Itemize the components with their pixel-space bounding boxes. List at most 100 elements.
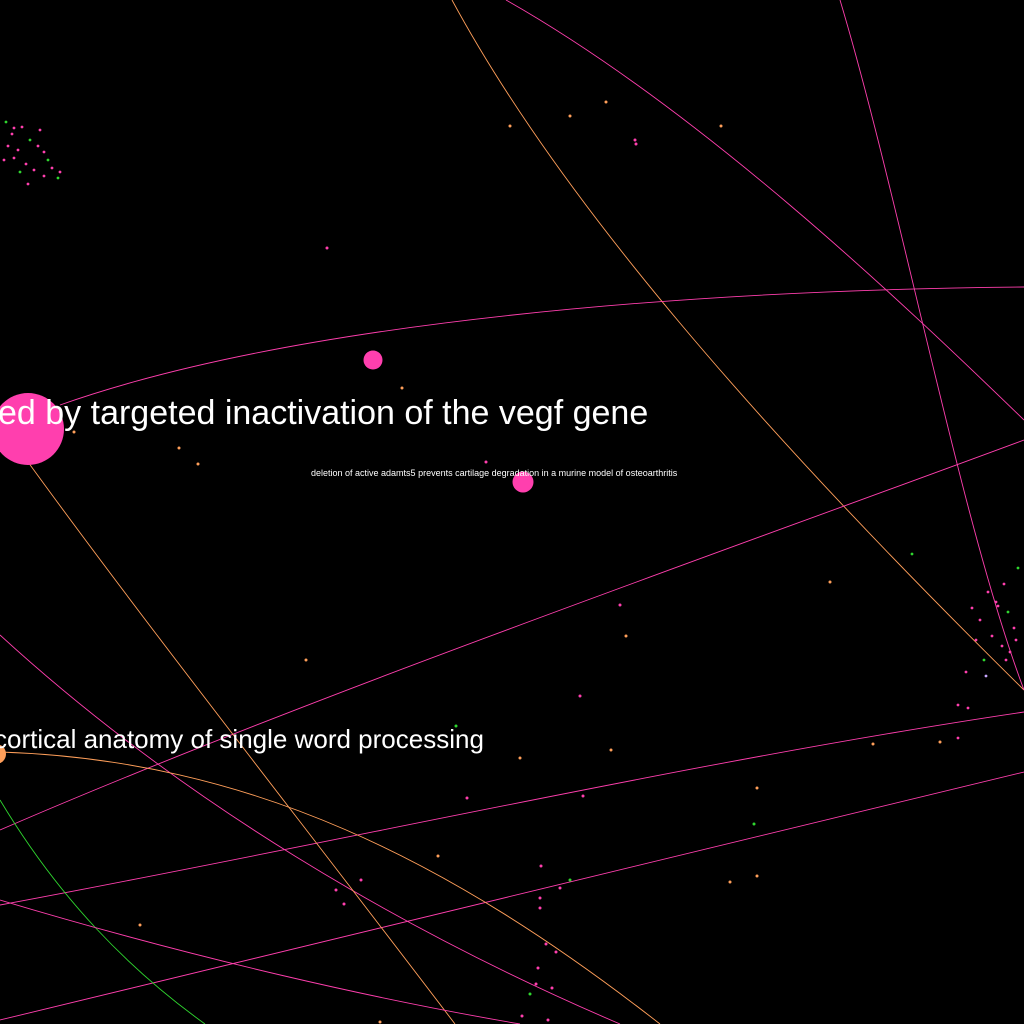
graph-small-node — [536, 966, 540, 970]
graph-small-node — [581, 794, 585, 798]
graph-small-node — [609, 748, 613, 752]
graph-small-node — [956, 736, 960, 740]
graph-small-node — [558, 886, 562, 890]
graph-small-node — [974, 638, 978, 642]
graph-edge — [0, 799, 206, 1024]
graph-small-node — [484, 460, 488, 464]
graph-small-node — [966, 706, 970, 710]
graph-small-node — [752, 822, 756, 826]
graph-small-node — [50, 166, 54, 170]
graph-small-node — [984, 674, 988, 678]
graph-small-node — [871, 742, 875, 746]
graph-small-node — [604, 100, 608, 104]
graph-small-node — [534, 982, 538, 986]
graph-small-node — [568, 878, 572, 882]
graph-small-node — [538, 906, 542, 910]
graph-small-node — [978, 618, 982, 622]
graph-small-node — [1016, 566, 1020, 570]
graph-small-node — [518, 756, 522, 760]
graph-small-node — [6, 144, 10, 148]
graph-small-node — [10, 132, 14, 136]
graph-small-node — [544, 942, 548, 946]
node-label-vegf-paper: ed by targeted inactivation of the vegf … — [0, 394, 649, 432]
paper-node[interactable] — [363, 350, 383, 370]
graph-small-node — [634, 142, 638, 146]
graph-small-node — [138, 923, 142, 927]
graph-small-node — [26, 182, 30, 186]
graph-small-node — [938, 740, 942, 744]
graph-small-node — [36, 144, 40, 148]
paper-node-cortical-anatomy[interactable] — [0, 744, 6, 764]
graph-small-node — [1012, 626, 1016, 630]
graph-small-node — [633, 138, 637, 142]
paper-node-adamts5[interactable] — [512, 471, 534, 493]
graph-edge — [0, 899, 521, 1024]
graph-small-node — [990, 634, 994, 638]
graph-small-node — [12, 126, 16, 130]
graph-edge — [505, 0, 1024, 421]
graph-small-node — [728, 880, 732, 884]
graph-small-node — [56, 176, 60, 180]
graph-edge — [839, 0, 1024, 691]
graph-small-node — [436, 854, 440, 858]
graph-small-node — [58, 170, 62, 174]
graph-edge — [59, 286, 1024, 406]
graph-small-node — [2, 158, 6, 162]
graph-edge — [0, 711, 1024, 906]
graph-small-node — [970, 606, 974, 610]
graph-small-node — [550, 986, 554, 990]
graph-edge — [27, 461, 456, 1024]
graph-small-node — [46, 158, 50, 162]
graph-edge — [0, 751, 661, 1024]
graph-small-nodes — [2, 100, 1020, 1024]
graph-small-node — [177, 446, 181, 450]
graph-small-node — [4, 120, 8, 124]
graph-edge — [0, 634, 621, 1024]
graph-small-node — [304, 658, 308, 662]
graph-small-node — [956, 703, 960, 707]
graph-small-node — [42, 150, 46, 154]
graph-small-node — [624, 634, 628, 638]
graph-small-node — [24, 162, 28, 166]
graph-small-node — [325, 246, 329, 250]
graph-small-node — [755, 874, 759, 878]
graph-large-nodes[interactable] — [0, 350, 534, 765]
graph-small-node — [378, 1020, 382, 1024]
paper-node-vegf[interactable] — [0, 393, 64, 465]
graph-small-node — [16, 148, 20, 152]
graph-small-node — [568, 114, 572, 118]
graph-edge — [0, 771, 1024, 1021]
graph-small-node — [618, 603, 622, 607]
graph-small-node — [196, 462, 200, 466]
graph-small-node — [18, 170, 22, 174]
graph-small-node — [359, 878, 363, 882]
graph-small-node — [520, 1014, 524, 1018]
graph-small-node — [1014, 638, 1018, 642]
graph-small-node — [334, 888, 338, 892]
graph-small-node — [465, 796, 469, 800]
graph-small-node — [719, 124, 723, 128]
graph-small-node — [400, 386, 404, 390]
graph-small-node — [964, 670, 968, 674]
graph-edge — [0, 439, 1024, 831]
graph-small-node — [1002, 582, 1006, 586]
graph-small-node — [528, 992, 532, 996]
graph-small-node — [454, 724, 458, 728]
node-label-cortical-anatomy-paper: cortical anatomy of single word processi… — [0, 724, 484, 754]
graph-small-node — [538, 896, 542, 900]
graph-edge — [451, 0, 1024, 691]
node-label-adamts5-paper: deletion of active adamts5 prevents cart… — [311, 468, 678, 478]
graph-small-node — [20, 125, 24, 129]
graph-small-node — [32, 168, 36, 172]
graph-small-node — [1006, 610, 1010, 614]
graph-small-node — [42, 174, 46, 178]
graph-small-node — [546, 1018, 550, 1022]
graph-small-node — [72, 430, 76, 434]
graph-small-node — [12, 156, 16, 160]
graph-small-node — [1004, 658, 1008, 662]
graph-small-node — [755, 786, 759, 790]
graph-small-node — [996, 604, 1000, 608]
